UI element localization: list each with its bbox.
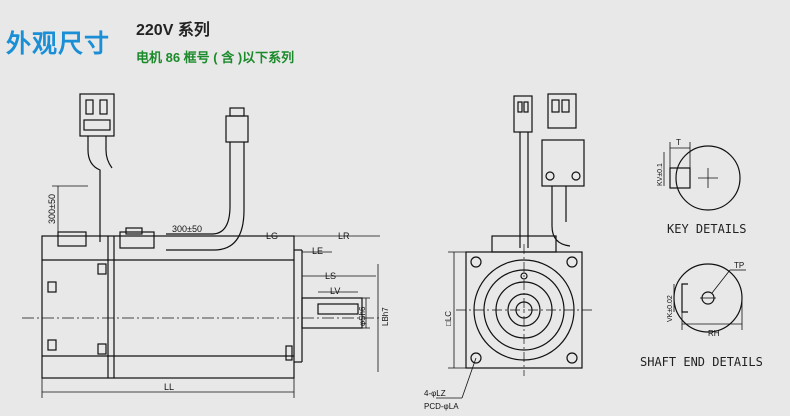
key-details-caption: KEY DETAILS xyxy=(667,222,747,236)
dim-vk: VK±0.02 xyxy=(667,295,674,322)
top-connector xyxy=(79,93,115,242)
dim-rh: RH xyxy=(708,329,720,338)
dim-ls: LS xyxy=(325,271,336,281)
shaft-end-detail: TP RH VK±0.02 xyxy=(667,261,746,338)
dim-lc: □LC xyxy=(444,311,453,326)
front-flange xyxy=(456,235,594,376)
dim-pcd: PCD-φLA xyxy=(424,402,459,411)
dim-lg: LG xyxy=(266,231,278,241)
key-detail: T KV±0.1 xyxy=(657,138,741,211)
dim-tp: TP xyxy=(734,261,744,270)
dim-sh: φSh6 xyxy=(358,306,367,326)
side-view: 300±50 300±50 LG LR LE LS LV LL φSh6 LBh… xyxy=(22,93,390,398)
dim-lr: LR xyxy=(338,231,350,241)
series-label: 220V 系列 xyxy=(136,22,210,39)
side-dimension-lines xyxy=(41,185,380,398)
front-dimension-lines xyxy=(436,251,477,399)
page-title: 外观尺寸 xyxy=(6,30,111,58)
motor-shaft xyxy=(22,297,380,329)
dim-le: LE xyxy=(312,246,323,256)
front-connectors xyxy=(513,93,585,248)
dim-kv: KV±0.1 xyxy=(657,163,664,186)
dim-lead-top: 300±50 xyxy=(47,194,57,224)
front-view: □LC 4-φLZ PCD-φLA xyxy=(424,93,594,411)
side-cable xyxy=(166,107,249,251)
dim-lead-side: 300±50 xyxy=(172,224,202,234)
subtitle-label: 电机 86 框号 ( 含 )以下系列 xyxy=(136,50,295,65)
dim-la: 4-φLZ xyxy=(424,389,446,398)
dim-t: T xyxy=(676,138,681,147)
dim-lv: LV xyxy=(330,286,340,296)
dim-ll: LL xyxy=(164,382,174,392)
dim-lbh7: LBh7 xyxy=(381,307,390,326)
shaft-end-details-caption: SHAFT END DETAILS xyxy=(640,355,763,369)
